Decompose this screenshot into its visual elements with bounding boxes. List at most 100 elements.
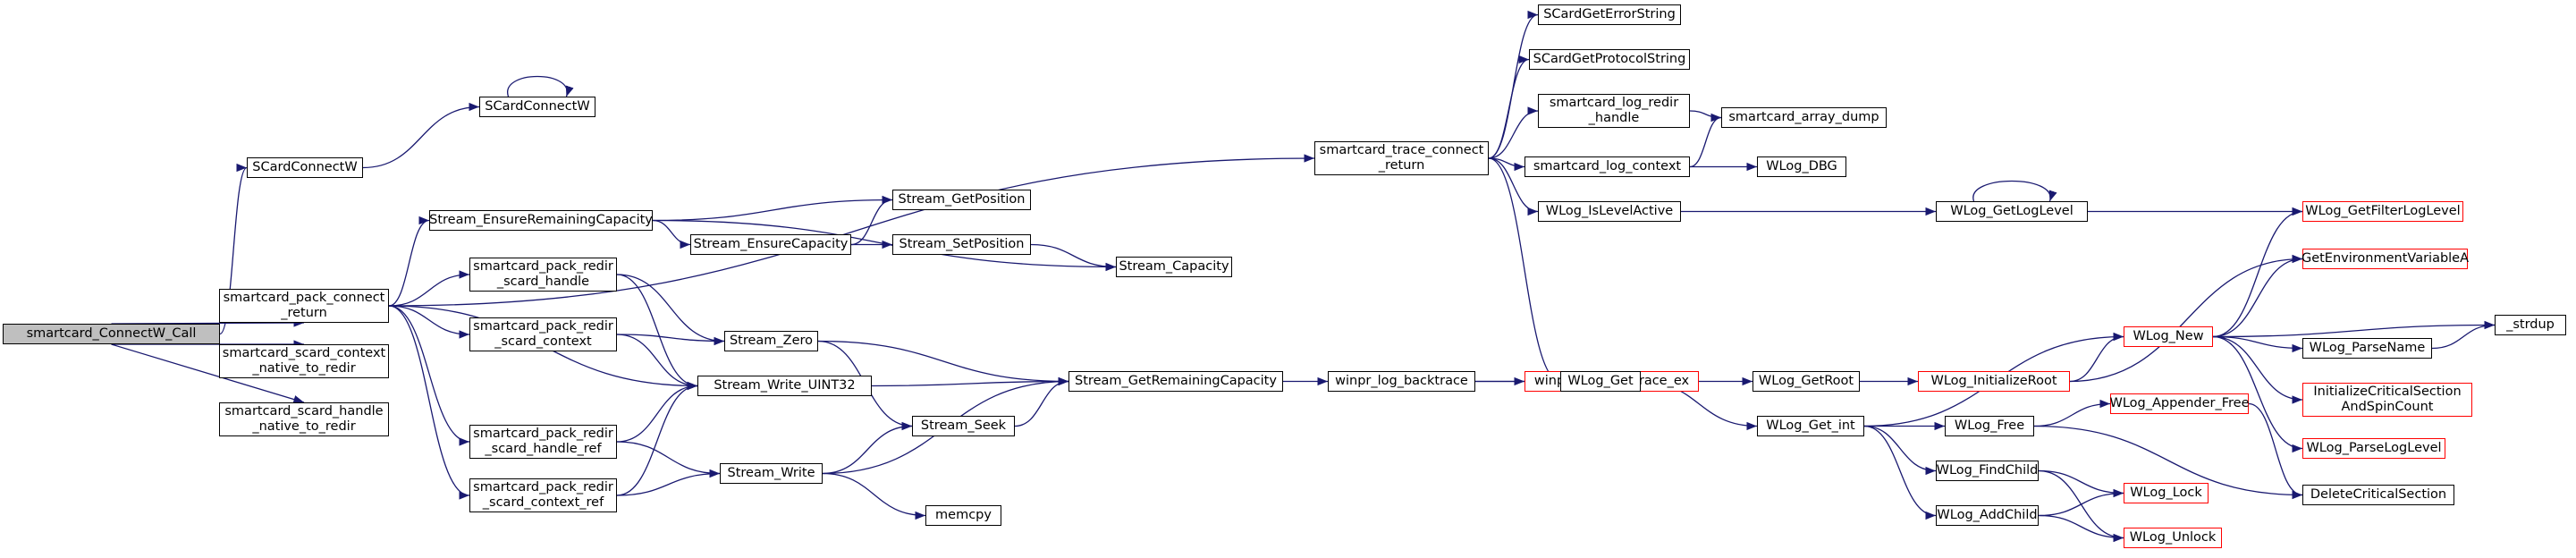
node-getroot[interactable]: WLog_GetRoot xyxy=(1753,371,1860,392)
edge-pack-to-prh xyxy=(388,270,470,307)
node-label: Stream_Seek xyxy=(920,418,1007,433)
node-pack[interactable]: smartcard_pack_connect _return xyxy=(219,289,389,323)
node-label: SCardGetProtocolString xyxy=(1533,52,1686,66)
node-label: smartcard_trace_connect _return xyxy=(1319,143,1484,173)
edge-wnew-to-strdup xyxy=(2212,320,2496,338)
node-logctx[interactable]: smartcard_log_context xyxy=(1524,156,1690,177)
node-label: WLog_DBG xyxy=(1766,159,1837,173)
node-label: WLog_GetRoot xyxy=(1758,374,1854,388)
edge-prcr-to-wu32 xyxy=(616,381,698,496)
node-label: Stream_EnsureCapacity xyxy=(693,237,849,251)
edge-pack-to-trace xyxy=(388,154,1315,307)
node-label: WLog_GetLogLevel xyxy=(1950,204,2073,218)
node-ctxn2r[interactable]: smartcard_scard_context _native_to_redir xyxy=(219,344,389,378)
edge-write-to-seek xyxy=(822,421,913,475)
node-label: WLog_Appender_Free xyxy=(2109,396,2250,410)
node-label: WLog_Get xyxy=(1567,374,1634,388)
node-write[interactable]: Stream_Write xyxy=(720,463,823,484)
edge-prh-to-wu32 xyxy=(616,274,698,391)
node-findchild[interactable]: WLog_FindChild xyxy=(1936,461,2039,481)
node-label: Stream_SetPosition xyxy=(899,237,1025,251)
node-label: smartcard_ConnectW_Call xyxy=(26,326,197,341)
node-zero[interactable]: Stream_Zero xyxy=(724,331,818,351)
edge-pack-to-prhr xyxy=(388,305,470,446)
node-label: WLog_Get_int xyxy=(1766,418,1855,433)
node-strdup[interactable]: _strdup xyxy=(2495,315,2566,335)
node-seek[interactable]: Stream_Seek xyxy=(912,416,1015,436)
node-label: smartcard_scard_handle _native_to_redir xyxy=(224,404,384,434)
node-arrdump[interactable]: smartcard_array_dump xyxy=(1721,107,1887,128)
edge-wnew-to-filter xyxy=(2212,207,2303,338)
node-root[interactable]: smartcard_ConnectW_Call xyxy=(3,324,220,344)
node-label: GetEnvironmentVariableA xyxy=(2301,251,2470,266)
node-wdbg[interactable]: WLog_DBG xyxy=(1757,156,1846,177)
node-delcs[interactable]: DeleteCriticalSection xyxy=(2302,485,2454,505)
node-prhr[interactable]: smartcard_pack_redir _scard_handle_ref xyxy=(469,425,617,459)
edge-findchild-to-wlock xyxy=(2038,469,2124,498)
node-label: WLog_Free xyxy=(1954,418,2025,433)
edge-initroot-to-wnew xyxy=(2069,332,2124,383)
node-logredir[interactable]: smartcard_log_redir _handle xyxy=(1538,94,1690,128)
node-wfree[interactable]: WLog_Free xyxy=(1945,416,2034,436)
node-parselevel[interactable]: WLog_ParseLogLevel xyxy=(2302,438,2445,459)
edge-appfree-to-delcs xyxy=(2248,402,2303,500)
node-filter[interactable]: WLog_GetFilterLogLevel xyxy=(2302,201,2463,222)
edge-wnew-to-parsename xyxy=(2212,335,2303,353)
node-label: smartcard_pack_redir _scard_context xyxy=(473,319,613,349)
node-errstr[interactable]: SCardGetErrorString xyxy=(1538,4,1681,25)
node-label: memcpy xyxy=(935,508,992,522)
node-bt[interactable]: winpr_log_backtrace xyxy=(1328,371,1475,392)
edge-getlevel-to-getlevel xyxy=(1972,180,2057,202)
node-label: Stream_GetRemainingCapacity xyxy=(1075,374,1277,388)
node-protstr[interactable]: SCardGetProtocolString xyxy=(1529,49,1690,70)
node-label: Stream_Capacity xyxy=(1119,259,1229,274)
node-label: Stream_EnsureRemainingCapacity xyxy=(429,213,653,227)
node-label: _strdup xyxy=(2506,317,2555,332)
node-prh[interactable]: smartcard_pack_redir _scard_handle xyxy=(469,258,617,292)
node-memcpy[interactable]: memcpy xyxy=(925,505,1001,526)
node-ensrem[interactable]: Stream_EnsureRemainingCapacity xyxy=(429,210,653,231)
node-label: smartcard_pack_connect _return xyxy=(223,291,385,320)
edge-wfree-to-delcs xyxy=(2033,425,2303,500)
node-wu32[interactable]: Stream_Write_UINT32 xyxy=(697,376,872,396)
node-sccw2[interactable]: SCardConnectW xyxy=(479,97,595,117)
edge-initroot-to-getenv xyxy=(2069,254,2303,383)
node-getrem[interactable]: Stream_GetRemainingCapacity xyxy=(1068,371,1283,392)
node-wunlock[interactable]: WLog_Unlock xyxy=(2124,528,2222,548)
node-label: smartcard_pack_redir _scard_handle_ref xyxy=(473,427,613,456)
edge-logredir-to-arrdump xyxy=(1689,110,1722,123)
node-label: SCardGetErrorString xyxy=(1543,7,1676,21)
node-appfree[interactable]: WLog_Appender_Free xyxy=(2109,393,2250,414)
edge-trace-to-islevel xyxy=(1488,157,1539,216)
edge-parsename-to-strdup xyxy=(2431,320,2496,350)
node-label: WLog_ParseLogLevel xyxy=(2306,441,2442,455)
node-setpos[interactable]: Stream_SetPosition xyxy=(892,234,1031,255)
node-addchild[interactable]: WLog_AddChild xyxy=(1936,505,2039,526)
node-sccw1[interactable]: SCardConnectW xyxy=(247,157,363,178)
node-getlevel[interactable]: WLog_GetLogLevel xyxy=(1936,201,2088,222)
node-trace[interactable]: smartcard_trace_connect _return xyxy=(1314,141,1489,175)
node-label: WLog_GetFilterLogLevel xyxy=(2305,204,2461,218)
edge-write-to-memcpy xyxy=(822,472,926,520)
node-label: WLog_New xyxy=(2133,329,2204,343)
node-label: smartcard_pack_redir _scard_context_ref xyxy=(473,480,613,510)
node-getenv[interactable]: GetEnvironmentVariableA xyxy=(2301,249,2470,269)
edge-prc-to-wu32 xyxy=(616,334,698,391)
node-ensure[interactable]: Stream_EnsureCapacity xyxy=(690,234,851,255)
node-parsename[interactable]: WLog_ParseName xyxy=(2302,338,2432,359)
node-label: Stream_Zero xyxy=(729,334,814,348)
node-getint[interactable]: WLog_Get_int xyxy=(1757,416,1864,436)
node-prcr[interactable]: smartcard_pack_redir _scard_context_ref xyxy=(469,478,617,512)
node-capacity[interactable]: Stream_Capacity xyxy=(1116,257,1232,277)
node-wlock[interactable]: WLog_Lock xyxy=(2124,483,2209,503)
node-prc[interactable]: smartcard_pack_redir _scard_context xyxy=(469,317,617,351)
node-islevel[interactable]: WLog_IsLevelActive xyxy=(1538,201,1681,222)
node-hn2r[interactable]: smartcard_scard_handle _native_to_redir xyxy=(219,402,389,436)
node-wget[interactable]: WLog_Get xyxy=(1560,371,1641,392)
node-initroot[interactable]: WLog_InitializeRoot xyxy=(1918,371,2070,392)
node-label: WLog_FindChild xyxy=(1936,463,2039,478)
node-wnew[interactable]: WLog_New xyxy=(2124,326,2213,347)
node-getpos[interactable]: Stream_GetPosition xyxy=(892,190,1031,210)
node-initcs[interactable]: InitializeCriticalSection AndSpinCount xyxy=(2302,383,2472,417)
